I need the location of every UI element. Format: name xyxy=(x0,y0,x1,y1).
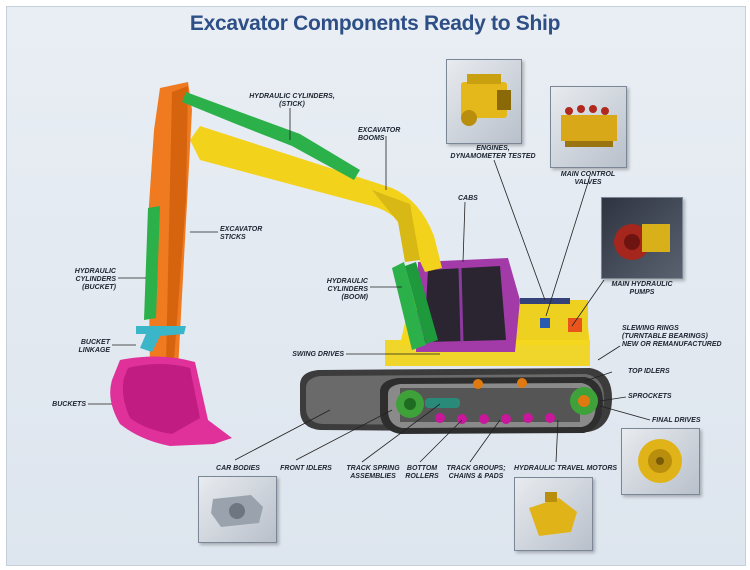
label-track-spring-assemblies: TRACK SPRING ASSEMBLIES xyxy=(346,465,400,480)
upper-structure xyxy=(385,258,590,366)
travel-motor-photo xyxy=(514,477,593,551)
label-final-drives: FINAL DRIVES xyxy=(652,417,701,424)
undercarriage xyxy=(300,368,612,434)
label-bucket-linkage: BUCKET LINKAGE xyxy=(78,339,111,354)
travel-motor-icon xyxy=(529,492,577,536)
label-main-hydraulic-pumps: MAIN HYDRAULIC PUMPS xyxy=(611,281,673,296)
page-title: Excavator Components Ready to Ship xyxy=(189,12,561,35)
label-front-idlers: FRONT IDLERS xyxy=(280,465,332,472)
label-excavator-sticks: EXCAVATOR STICKS xyxy=(220,226,263,241)
label-hydraulic-cylinders-stick: HYDRAULIC CYLINDERS, (STICK) xyxy=(249,93,335,108)
car-body-icon xyxy=(211,495,263,527)
final-drive-icon xyxy=(638,439,682,483)
bottom-rollers xyxy=(435,413,555,424)
final-drive-photo xyxy=(621,428,700,495)
boom xyxy=(190,126,442,272)
label-engines: ENGINES, DYNAMOMETER TESTED xyxy=(450,145,536,160)
label-main-control-valves: MAIN CONTROL VALVES xyxy=(560,171,616,186)
hydraulic-pump-photo xyxy=(601,197,683,279)
label-buckets: BUCKETS xyxy=(52,401,86,408)
label-swing-drives: SWING DRIVES xyxy=(292,351,344,358)
label-excavator-booms: EXCAVATOR BOOMS xyxy=(358,127,401,142)
hydraulic-pump-icon xyxy=(614,224,670,260)
label-track-groups: TRACK GROUPS; CHAINS & PADS xyxy=(446,465,506,480)
car-body-photo xyxy=(198,476,277,543)
bucket-cylinder xyxy=(144,206,160,320)
track-spring xyxy=(425,398,460,408)
boom-cylinder xyxy=(392,262,426,350)
label-sprockets: SPROCKETS xyxy=(628,393,672,400)
control-valve-icon xyxy=(561,105,617,147)
label-cabs: CABS xyxy=(458,195,478,202)
label-hydraulic-travel-motors: HYDRAULIC TRAVEL MOTORS xyxy=(514,465,618,472)
bucket-linkage xyxy=(136,326,186,352)
top-idlers xyxy=(473,378,527,389)
label-hydraulic-cylinders-boom: HYDRAULIC CYLINDERS (BOOM) xyxy=(326,278,368,301)
label-car-bodies: CAR BODIES xyxy=(216,465,260,472)
control-valve-photo xyxy=(550,86,627,168)
label-top-idlers: TOP IDLERS xyxy=(628,368,670,375)
engine-icon xyxy=(461,74,511,126)
stick-cylinder xyxy=(182,92,360,180)
label-slewing-rings: SLEWING RINGS (TURNTABLE BEARINGS) NEW O… xyxy=(622,325,722,348)
label-hydraulic-cylinders-bucket: HYDRAULIC CYLINDERS (BUCKET) xyxy=(74,268,116,291)
label-bottom-rollers: BOTTOM ROLLERS xyxy=(405,465,439,480)
engine-photo xyxy=(446,59,522,144)
leader-lines xyxy=(88,108,651,463)
